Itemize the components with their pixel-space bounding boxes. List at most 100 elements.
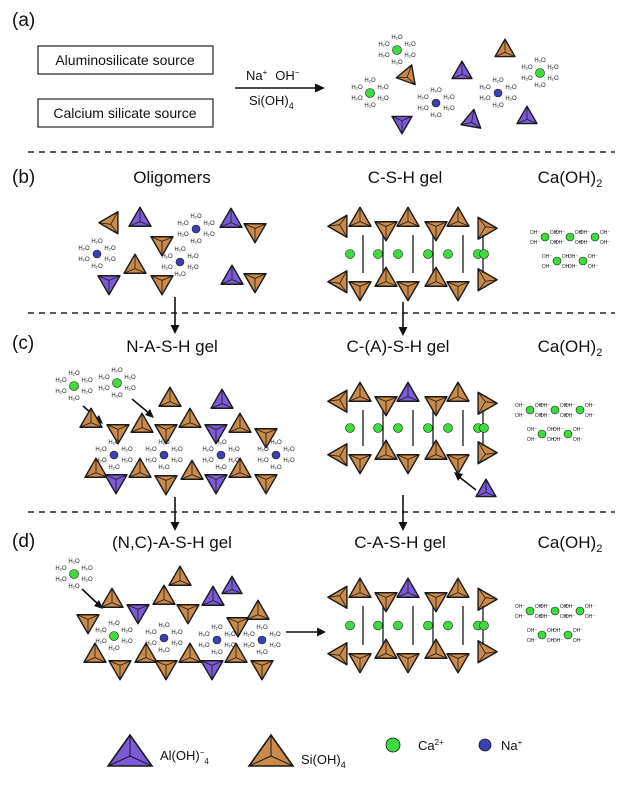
aloh4-tetrahedron [126, 604, 150, 625]
hydroxide-label: OH⁻ [600, 240, 611, 246]
water-molecule-label: H₂O [211, 650, 223, 656]
sioh4-tetrahedron [424, 638, 448, 659]
hydroxide-label: OH⁻ [540, 413, 551, 419]
hydroxide-label: OH⁻ [542, 254, 553, 260]
legend-ca-symbol [385, 737, 401, 753]
hydroxide-label: OH⁻ [573, 427, 584, 433]
sioh4-tetrahedron [348, 206, 372, 227]
panel-a-label: (a) [12, 10, 35, 31]
sioh4-tetrahedron [424, 592, 448, 613]
aluminosilicate-box [37, 45, 214, 75]
aluminosilicate-text: Aluminosilicate source [55, 52, 194, 68]
sioh4-tetrahedron [178, 642, 202, 663]
sioh4-tetrahedron [243, 273, 267, 294]
water-molecule-label: H₂O [521, 65, 533, 71]
water-molecule-label: H₂O [161, 254, 173, 260]
water-molecule-label: H₂O [269, 643, 281, 649]
hydroxide-label: OH⁻ [565, 614, 576, 620]
hydroxide-label: OH⁻ [573, 437, 584, 443]
water-molecule-label: H₂O [404, 53, 416, 59]
hydroxide-label: OH⁻ [542, 264, 553, 270]
sioh4-tetrahedron [494, 38, 516, 58]
calcium-ion [479, 423, 489, 433]
calcium-ion [550, 606, 560, 616]
aloh4-tetrahedron [460, 108, 482, 129]
sioh4-tetrahedron [327, 443, 348, 467]
hydroxide-label: OH⁻ [515, 403, 526, 409]
water-molecule-label: H₂O [111, 393, 123, 399]
aloh4-tetrahedron [391, 115, 413, 135]
hydroxide-label: OH⁻ [568, 254, 579, 260]
water-molecule-label: H₂O [417, 106, 429, 112]
water-molecule-label: H₂O [78, 257, 90, 263]
hydroxide-label: OH⁻ [515, 604, 526, 610]
water-molecule-label: H₂O [202, 447, 214, 453]
sioh4-tetrahedron [168, 565, 192, 586]
aloh4-tetrahedron [128, 206, 152, 227]
water-molecule-label: H₂O [121, 458, 133, 464]
water-molecule-label: H₂O [145, 641, 157, 647]
calcium-ion [423, 249, 433, 259]
legend-al-symbol [106, 733, 154, 767]
hydroxide-label: OH⁻ [565, 413, 576, 419]
water-molecule-label: H₂O [270, 465, 282, 471]
legend-na-symbol [478, 738, 492, 752]
water-molecule-label: H₂O [492, 78, 504, 84]
water-molecule-label: H₂O [228, 447, 240, 453]
water-molecule-label: H₂O [351, 85, 363, 91]
water-molecule-label: H₂O [174, 247, 186, 253]
water-molecule-label: H₂O [121, 639, 133, 645]
water-molecule-label: H₂O [78, 246, 90, 252]
hydroxide-label: OH⁻ [600, 230, 611, 236]
sioh4-tetrahedron [396, 454, 420, 475]
water-molecule-label: H₂O [534, 58, 546, 64]
sioh4-tetrahedron [477, 587, 498, 611]
water-molecule-label: H₂O [377, 85, 389, 91]
water-molecule-label: H₂O [171, 447, 183, 453]
sioh4-tetrahedron [424, 266, 448, 287]
calcium-ion [479, 249, 489, 259]
sodium-ion [175, 257, 185, 267]
sioh4-tetrahedron [246, 599, 270, 620]
water-molecule-label: H₂O [198, 643, 210, 649]
hydroxide-label: OH⁻ [562, 254, 573, 260]
water-molecule-label: H₂O [534, 83, 546, 89]
sioh4-tetrahedron [250, 660, 274, 681]
sioh4-tetrahedron [254, 474, 278, 495]
water-molecule-label: H₂O [171, 458, 183, 464]
hydroxide-label: OH⁻ [580, 230, 591, 236]
sioh4-tetrahedron [396, 281, 420, 302]
sioh4-tetrahedron [446, 653, 470, 674]
water-molecule-label: H₂O [270, 440, 282, 446]
water-molecule-label: H₂O [98, 386, 110, 392]
calcium-ion [535, 68, 545, 78]
sioh4-tetrahedron [83, 642, 107, 663]
sodium-ion [191, 224, 201, 234]
calcium-ion [345, 249, 355, 259]
calcium-ion [392, 45, 402, 55]
calcium-ion [540, 232, 550, 242]
arrowhead [398, 522, 408, 531]
hydroxide-label: OH⁻ [553, 638, 564, 644]
calcium-ion [537, 429, 547, 439]
water-molecule-label: H₂O [81, 389, 93, 395]
hydroxide-label: OH⁻ [540, 403, 551, 409]
water-molecule-label: H₂O [177, 221, 189, 227]
water-molecule-label: H₂O [104, 246, 116, 252]
panel-d-label: (d) [12, 531, 35, 552]
calcium-ion [69, 569, 79, 579]
hydroxide-label: OH⁻ [568, 264, 579, 270]
hydroxide-label: OH⁻ [575, 240, 586, 246]
arrowhead [170, 522, 180, 531]
sioh4-tetrahedron [226, 617, 250, 638]
sodium-ion [271, 450, 281, 460]
legend-al-label: Al(OH)−4 [160, 748, 209, 766]
arrowhead [145, 409, 154, 418]
arrow-al-to-cash [457, 475, 477, 491]
water-molecule-label: H₂O [68, 371, 80, 377]
water-molecule-label: H₂O [68, 396, 80, 402]
water-molecule-label: H₂O [124, 375, 136, 381]
sioh4-tetrahedron [150, 275, 174, 296]
panel-b: (b) Oligomers C-S-H gel Ca(OH)2 [12, 167, 602, 190]
calcium-ion [109, 631, 119, 641]
